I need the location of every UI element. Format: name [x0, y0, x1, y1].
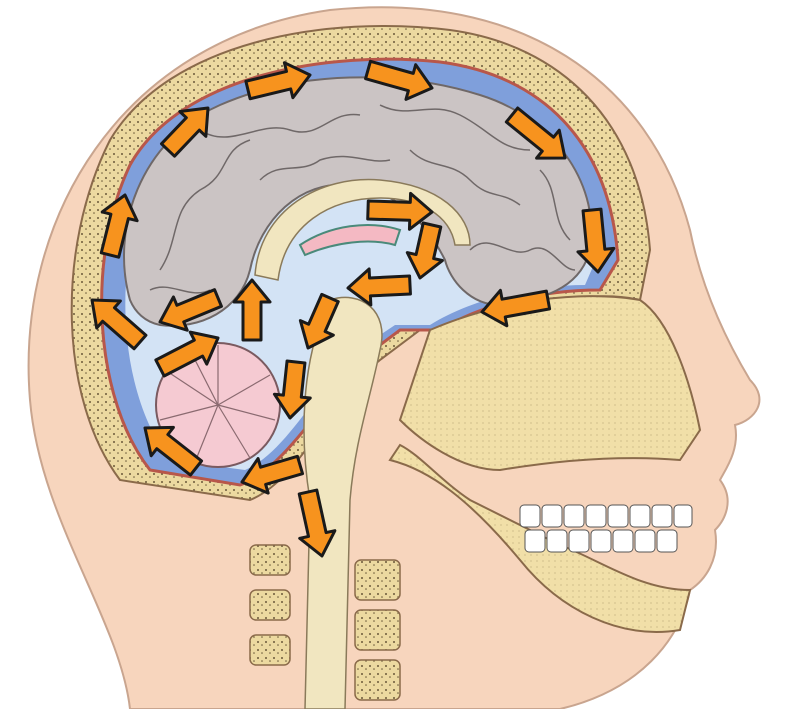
flow-arrow-icon	[366, 191, 434, 231]
flow-arrow-icon	[99, 193, 139, 259]
flow-arrow-icon	[272, 359, 312, 420]
brain-gyri	[149, 104, 576, 294]
flow-arrow-icon	[297, 488, 337, 558]
flow-arrow-icon	[298, 292, 340, 350]
flow-arrow-icon	[154, 330, 220, 378]
facial-bones	[398, 295, 702, 472]
flow-arrow-icon	[504, 106, 567, 160]
flow-arrow-icon	[346, 267, 412, 307]
flow-arrow-icon	[232, 278, 272, 342]
flow-arrow-icon	[143, 425, 204, 477]
lateral-ventricle	[298, 224, 402, 257]
flow-arrow-icon	[244, 61, 312, 101]
flow-arrow-icon	[158, 288, 223, 332]
flow-arrow-icon	[405, 221, 444, 280]
corpus-callosum	[254, 178, 471, 281]
cerebellum-folia	[159, 345, 276, 463]
brainstem-spinal-cord	[303, 296, 383, 709]
vertebrae	[249, 544, 401, 701]
flow-arrow-icon	[576, 207, 616, 274]
flow-arrow-icon	[159, 106, 210, 158]
csf-flow-arrows	[90, 59, 616, 558]
teeth	[519, 504, 693, 553]
flow-arrow-icon	[240, 454, 305, 495]
flow-arrow-icon	[480, 288, 552, 328]
flow-arrow-icon	[90, 298, 148, 351]
flow-arrow-icon	[364, 59, 434, 101]
